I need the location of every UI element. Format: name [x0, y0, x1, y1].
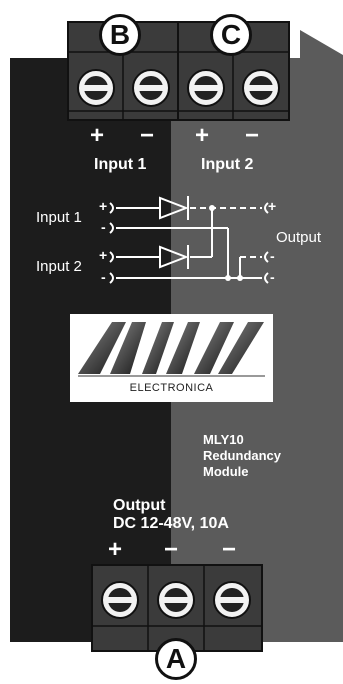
schematic-in1-minus: - — [101, 219, 106, 235]
schematic-out-minus-1: - — [270, 248, 275, 264]
screw-terminal-icon — [101, 581, 139, 619]
input2-plus-sign: + — [195, 122, 210, 149]
schematic-out-plus: + — [268, 198, 277, 214]
output-minus-sign-2: − — [222, 536, 237, 563]
schematic-in2-plus: + — [99, 247, 108, 263]
output-label: Output — [113, 497, 166, 514]
callout-b: B — [99, 14, 141, 56]
output-minus-sign-1: − — [164, 536, 179, 563]
screw-terminal-icon — [132, 69, 170, 107]
model-desc-line2: Module — [203, 464, 249, 479]
input1-minus-sign: − — [140, 122, 155, 149]
input1-plus-sign: + — [90, 122, 105, 149]
screw-terminal-icon — [157, 581, 195, 619]
input2-terminal-label: Input 2 — [201, 156, 254, 173]
schematic-in1-plus: + — [99, 198, 108, 214]
model-number: MLY10 — [203, 432, 244, 447]
screw-terminal-icon — [77, 69, 115, 107]
screw-terminal-icon — [242, 69, 280, 107]
amv-logo-mark — [78, 322, 265, 377]
schematic-input2-label: Input 2 — [36, 258, 82, 275]
output-rating: DC 12-48V, 10A — [113, 515, 229, 532]
screw-terminal-icon — [187, 69, 225, 107]
screw-terminal-icon — [213, 581, 251, 619]
schematic-input1-label: Input 1 — [36, 209, 82, 226]
callout-c: C — [210, 14, 252, 56]
input1-terminal-label: Input 1 — [94, 156, 147, 173]
schematic-out-minus-2: - — [270, 269, 275, 285]
callout-a: A — [155, 638, 197, 680]
output-plus-sign: + — [108, 536, 123, 563]
brand-logo: ELECTRONICA — [70, 314, 273, 402]
schematic-output-label: Output — [276, 229, 322, 246]
model-desc-line1: Redundancy — [203, 448, 282, 463]
logo-subtitle: ELECTRONICA — [129, 382, 214, 394]
schematic-in2-minus: - — [101, 269, 106, 285]
input2-minus-sign: − — [245, 122, 260, 149]
